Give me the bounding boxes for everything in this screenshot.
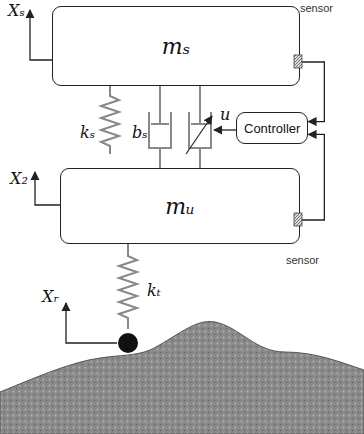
x2-arrow: [35, 172, 60, 205]
sensor-label: sensor: [300, 2, 333, 14]
displacement-label: Xₛ: [8, 2, 25, 20]
controller-box: Controller: [236, 112, 308, 144]
control-signal: [214, 129, 236, 130]
road-profile: [0, 321, 364, 434]
node-text: Controller: [244, 121, 300, 136]
unsprung-mass: mᵤ: [60, 168, 300, 244]
stiffness-label: kₛ: [80, 124, 95, 142]
variable-damper: [189, 86, 211, 168]
passive-damper: [149, 86, 171, 168]
tire-spring: [119, 244, 137, 329]
tire-wheel: [118, 333, 138, 353]
sensor-label: sensor: [286, 254, 319, 266]
signal-wire: [300, 134, 324, 220]
xs-arrow: [30, 10, 52, 60]
variable-arrow: [186, 116, 212, 154]
suspension-spring: [101, 86, 119, 154]
sprung-mass: mₛ: [52, 6, 300, 86]
displacement-label: Xᵣ: [42, 288, 59, 306]
node-text: mᵤ: [165, 194, 195, 219]
control-label: u: [220, 106, 230, 124]
xr-arrow: [66, 303, 117, 343]
stiffness-label: kₜ: [147, 282, 161, 300]
node-text: mₛ: [162, 34, 190, 59]
displacement-label: X₂: [10, 170, 28, 188]
damping-label: bₛ: [132, 124, 148, 142]
